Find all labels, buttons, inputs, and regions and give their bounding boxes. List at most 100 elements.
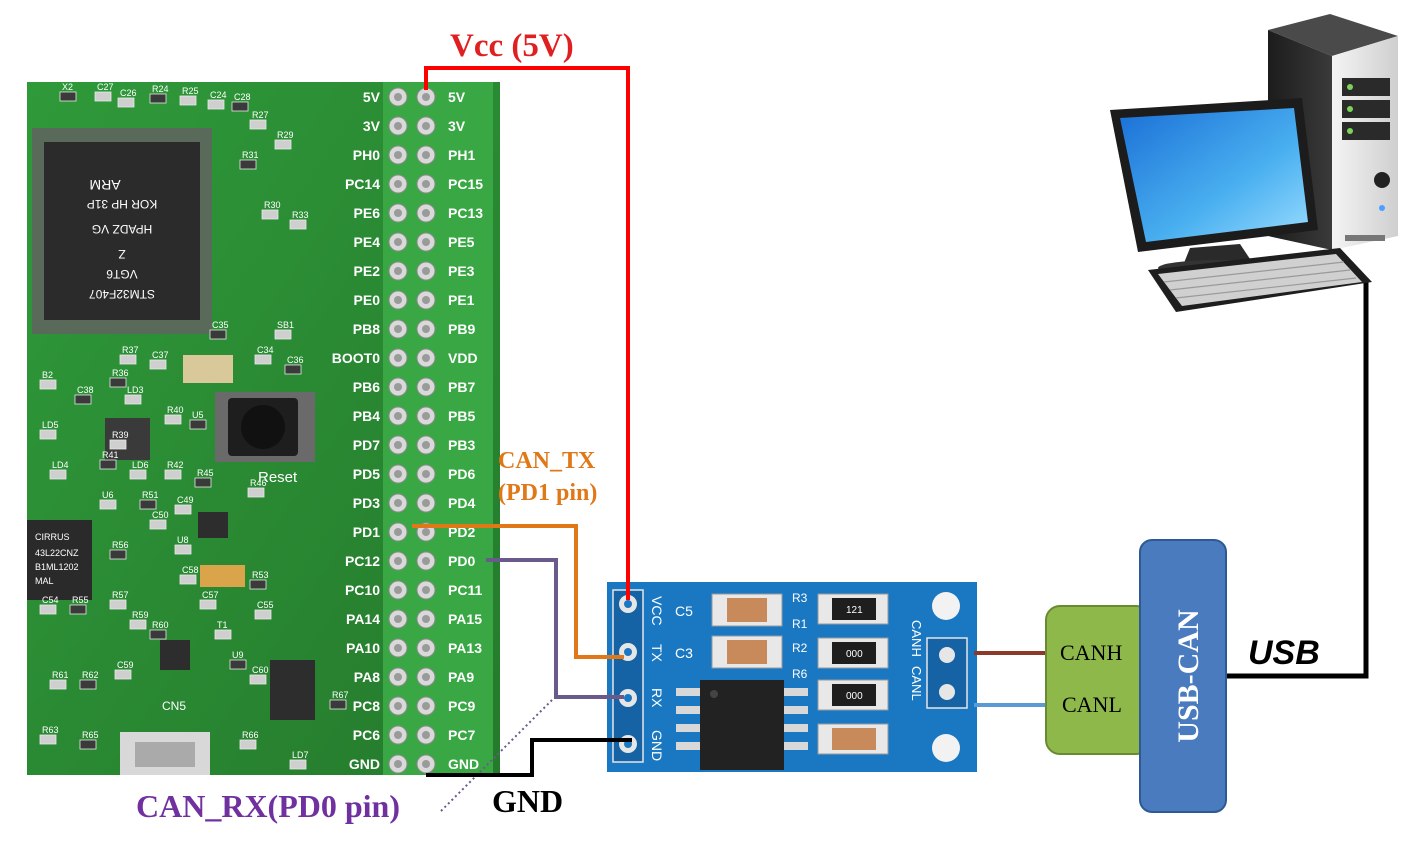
module-hole-1 (932, 592, 960, 620)
smd-component (50, 470, 66, 479)
can-transceiver-module-image: VCC TX RX GND CANH CANL C5 C3 121 000 00… (607, 582, 977, 772)
audio-chip-text-3: MAL (35, 576, 54, 586)
component-label: R57 (112, 590, 129, 600)
pin-label-right: PE5 (448, 234, 475, 250)
smd-component (250, 675, 266, 684)
smd-component (150, 630, 166, 639)
component-label: R59 (132, 610, 149, 620)
smd-component (115, 670, 131, 679)
pin-label-right: PD0 (448, 553, 475, 569)
pin-label-right: PH1 (448, 147, 475, 163)
component-label: R53 (252, 570, 269, 580)
component-label: C55 (257, 600, 274, 610)
smd-component (80, 680, 96, 689)
component-label: C37 (152, 350, 169, 360)
smd-component (262, 210, 278, 219)
header-pin-hole (422, 412, 430, 420)
smd-component (210, 330, 226, 339)
pin-label-right: PC13 (448, 205, 483, 221)
component-label: U9 (232, 650, 244, 660)
header-pin-hole (394, 383, 402, 391)
vcc-label: Vcc (5V) (450, 28, 574, 64)
smd-component (80, 740, 96, 749)
component-label: R39 (112, 430, 129, 440)
pin-label-left: GND (349, 756, 380, 772)
smd-component (165, 415, 181, 424)
component-label: C36 (287, 355, 304, 365)
header-pin-hole (422, 267, 430, 275)
component-label: R40 (167, 405, 184, 415)
header-pin-hole (422, 151, 430, 159)
header-pin-hole (422, 615, 430, 623)
smd-component (130, 470, 146, 479)
header-pin-hole (394, 528, 402, 536)
smd-component (110, 378, 126, 387)
smd-component (110, 440, 126, 449)
header-pin-hole (422, 325, 430, 333)
pin-label-right: PA15 (448, 611, 482, 627)
can-tx-label-line2: (PD1 pin) (498, 480, 597, 506)
pin-label-left: PD1 (353, 524, 380, 540)
header-pin-hole (422, 528, 430, 536)
header-pin-hole (394, 122, 402, 130)
component-label: R29 (277, 130, 294, 140)
pin-label-right: 5V (448, 89, 466, 105)
header-pin-hole (394, 470, 402, 478)
cn5-label: CN5 (162, 699, 186, 713)
header-pin-hole (422, 93, 430, 101)
smd-component (70, 605, 86, 614)
pin-label-left: PD7 (353, 437, 380, 453)
header-pin-hole (394, 499, 402, 507)
smd-component (175, 545, 191, 554)
component-label: R37 (122, 345, 139, 355)
chip-text-0: KOR HP 31P (87, 197, 157, 211)
usb-wire (1226, 278, 1366, 676)
component-label: SB1 (277, 320, 294, 330)
header-pin-hole (422, 673, 430, 681)
smd-component (215, 630, 231, 639)
module-label-rx: RX (649, 688, 665, 708)
component-label: R62 (82, 670, 99, 680)
pin-label-right: PB7 (448, 379, 475, 395)
mcu-chip: KOR HP 31P HPADZ VG Z VGT6 STM32F407 ARM (32, 128, 212, 334)
pin-label-left: PC12 (345, 553, 380, 569)
pin-label-left: PC14 (345, 176, 380, 192)
component-label: R56 (112, 540, 129, 550)
smd-component (255, 355, 271, 364)
header-pin-hole (422, 731, 430, 739)
header-pin-hole (422, 499, 430, 507)
component-label: C34 (257, 345, 274, 355)
pin-label-right: VDD (448, 350, 478, 366)
pin-label-right: PA13 (448, 640, 482, 656)
usb-label: USB (1248, 634, 1320, 672)
smd-component (240, 160, 256, 169)
pin-label-right: PB5 (448, 408, 475, 424)
pin-label-left: PB4 (353, 408, 380, 424)
component-label: C54 (42, 595, 59, 605)
pin-label-left: PC6 (353, 727, 380, 743)
component-label: R25 (182, 86, 199, 96)
component-label: R55 (72, 595, 89, 605)
component-label: C26 (120, 88, 137, 98)
module-pin-canl (939, 684, 955, 700)
component-label: R51 (142, 490, 159, 500)
smd-component (180, 96, 196, 105)
smd-component (255, 610, 271, 619)
pin-label-right: PC9 (448, 698, 475, 714)
component-label: R24 (152, 84, 169, 94)
component-label: LD5 (42, 420, 59, 430)
smd-component (165, 470, 181, 479)
header-pin-hole (394, 238, 402, 246)
usb-can-adapter: CANH CANL USB-CAN (1046, 540, 1226, 812)
smd-component (150, 94, 166, 103)
component-label: R45 (197, 468, 214, 478)
ic-u6 (198, 512, 228, 538)
header-pin-hole (422, 557, 430, 565)
component-label: LD4 (52, 460, 69, 470)
keyboard-icon (1148, 248, 1372, 312)
component-label: LD7 (292, 750, 309, 760)
pin-label-right: PB3 (448, 437, 475, 453)
chip-text-3: VGT6 (106, 267, 138, 281)
computer-monitor-icon (1110, 98, 1318, 276)
